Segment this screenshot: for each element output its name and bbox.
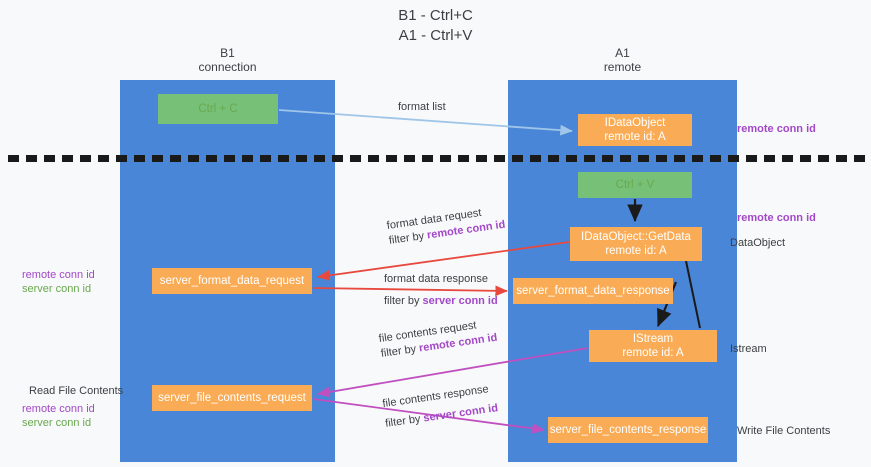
- flow-label-fdres-text: format data response: [384, 273, 488, 285]
- annotation-left-conn-ids-1: remote conn id server conn id: [22, 268, 95, 296]
- annotation-right-istream: Istream: [730, 343, 767, 355]
- box-sfcreq-label: server_file_contents_request: [158, 392, 306, 404]
- flow-label-format-data-request: format data request filter by remote con…: [386, 203, 506, 249]
- annotation-left-read-file-contents: Read File Contents: [29, 385, 124, 397]
- flow-label-fdres-filter-prefix: filter by: [384, 295, 423, 307]
- box-sfcres-label: server_file_contents_response: [549, 424, 707, 436]
- title-line-2: A1 - Ctrl+V: [398, 27, 473, 44]
- title-line-1: B1 - Ctrl+C: [398, 7, 473, 24]
- box-idataobject-line2: remote id: A: [604, 131, 666, 143]
- annotation-left-remote-conn-id-2: remote conn id: [22, 403, 95, 415]
- box-idataobject[interactable]: IDataObject remote id: A: [578, 114, 692, 146]
- flow-label-fdres-filter: filter by server conn id: [384, 294, 498, 309]
- lane-header-a1-name: A1: [615, 46, 630, 60]
- box-getdata-line2: remote id: A: [605, 245, 667, 257]
- box-sfdreq-label: server_format_data_request: [159, 275, 305, 287]
- flow-label-fcres-filter-key: server conn id: [422, 402, 499, 425]
- flow-label-format-list-text: format list: [398, 101, 446, 113]
- box-idataobject-getdata[interactable]: IDataObject::GetData remote id: A: [570, 227, 702, 261]
- box-getdata-line1: IDataObject::GetData: [581, 231, 691, 243]
- box-idataobject-line1: IDataObject: [604, 117, 666, 129]
- annotation-left-server-conn-id-2: server conn id: [22, 417, 92, 429]
- lane-header-a1-sub: remote: [603, 60, 642, 74]
- box-istream-line1: IStream: [632, 333, 674, 345]
- lane-header-b1: B1 connection: [150, 46, 305, 74]
- flow-label-fcreq-filter-prefix: filter by: [380, 342, 420, 360]
- annotation-left-remote-conn-id: remote conn id: [22, 269, 95, 281]
- box-server-file-contents-response[interactable]: server_file_contents_response: [548, 417, 708, 443]
- box-server-file-contents-request[interactable]: server_file_contents_request: [152, 385, 312, 411]
- page-title: B1 - Ctrl+C A1 - Ctrl+V: [0, 6, 871, 46]
- box-ctrl-c-line1: Ctrl + C: [198, 103, 238, 115]
- flow-label-fcres-filter-prefix: filter by: [384, 412, 425, 430]
- box-server-format-data-request[interactable]: server_format_data_request: [152, 268, 312, 294]
- box-ctrl-v[interactable]: Ctrl + V: [578, 172, 692, 198]
- annotation-right-dataobject: DataObject: [730, 237, 786, 249]
- annotation-right-remote-conn-id-1: remote conn id: [737, 123, 816, 135]
- lane-header-b1-sub: connection: [198, 60, 257, 74]
- flow-label-fdres-filter-key: server conn id: [422, 295, 498, 307]
- flow-label-fdreq-filter-prefix: filter by: [388, 229, 428, 247]
- box-server-format-data-response[interactable]: server_format_data_response: [513, 278, 673, 304]
- flow-label-file-contents-request: file contents request filter by remote c…: [378, 316, 498, 362]
- box-ctrl-v-line1: Ctrl + V: [615, 179, 655, 191]
- annotation-right-remote-conn-id-2: remote conn id: [737, 212, 816, 224]
- flow-label-format-data-response: format data response filter by server co…: [384, 272, 498, 309]
- lane-header-b1-name: B1: [220, 46, 235, 60]
- lane-header-a1: A1 remote: [545, 46, 700, 74]
- flow-label-format-list: format list: [398, 100, 446, 115]
- box-istream[interactable]: IStream remote id: A: [589, 330, 717, 362]
- annotation-right-write-file-contents: Write File Contents: [737, 425, 831, 437]
- annotation-left-server-conn-id: server conn id: [22, 283, 92, 295]
- box-istream-line2: remote id: A: [622, 347, 684, 359]
- box-ctrl-c[interactable]: Ctrl + C: [158, 94, 278, 124]
- annotation-left-conn-ids-2: remote conn id server conn id: [22, 402, 95, 430]
- box-sfdres-label: server_format_data_response: [516, 285, 670, 297]
- flow-label-file-contents-response: file contents response filter by server …: [382, 381, 499, 431]
